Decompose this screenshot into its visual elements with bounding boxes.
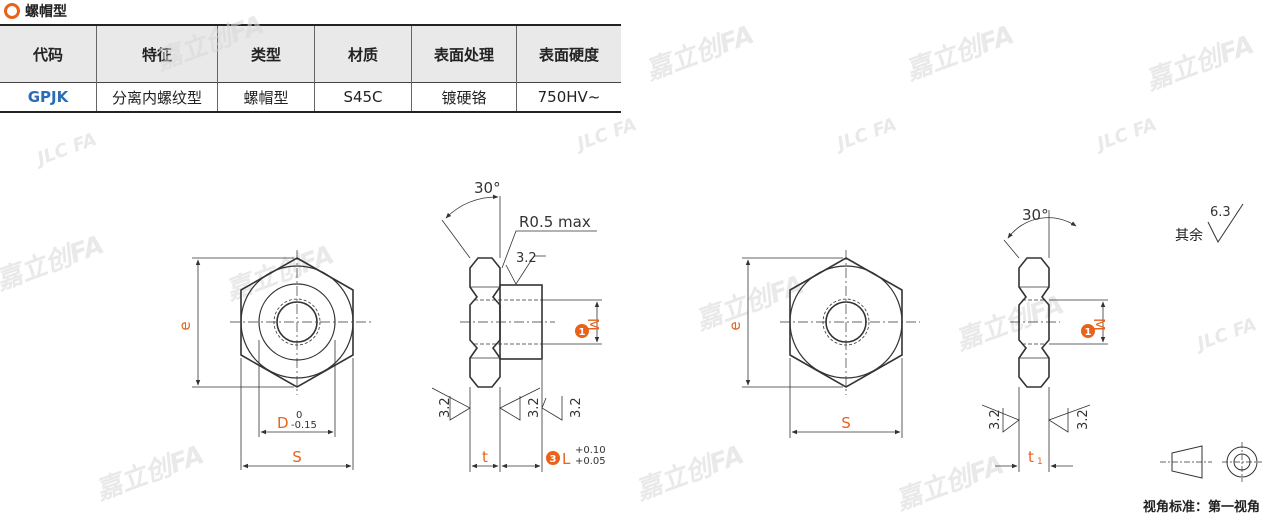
radius-note: R0.5 max (519, 213, 591, 231)
svg-text:嘉立创FA: 嘉立创FA (1141, 30, 1258, 97)
angle-30-right: 30° (1022, 206, 1049, 224)
side-view-right (981, 210, 1108, 472)
side-view-left (431, 194, 602, 472)
header-hardness: 表面硬度 (538, 45, 599, 64)
header-type: 类型 (217, 25, 315, 83)
tol-d-upper: 0 (296, 410, 302, 421)
svg-text:JLC FA: JLC FA (1092, 114, 1160, 156)
label-s-right: S (841, 414, 851, 432)
svg-text:JLC FA: JLC FA (32, 129, 100, 171)
svg-text:JLC FA: JLC FA (1192, 314, 1260, 356)
table-header-row: 代码 特征 类型 材质 表面处理 表面硬度 (0, 25, 621, 83)
label-m-left: M (584, 318, 602, 331)
label-s-left: S (292, 448, 302, 466)
marker-1-right: 1 (1081, 324, 1095, 338)
marker-3: 3 (546, 451, 560, 465)
svg-text:嘉立创FA: 嘉立创FA (91, 440, 208, 507)
rest-label: 其余 (1175, 227, 1203, 244)
svg-text:嘉立创FA: 嘉立创FA (641, 20, 758, 87)
table-row: GPJK 分离内螺纹型 螺帽型 S45C 镀硬铬 750HV~ (0, 82, 621, 112)
svg-text:嘉立创FA: 嘉立创FA (221, 240, 338, 307)
roughness-bottom-1: 3.2 (438, 397, 453, 418)
roughness-right-1: 3.2 (988, 409, 1003, 430)
cell-feature: 分离内螺纹型 (96, 82, 218, 112)
svg-text:JLC FA: JLC FA (832, 114, 900, 156)
roughness-rest-symbol (1207, 203, 1244, 243)
tol-l-lower: +0.05 (575, 456, 606, 467)
front-view-hex-right (742, 250, 920, 438)
tol-d-lower: -0.15 (291, 420, 317, 431)
cell-material: S45C (314, 82, 412, 112)
label-e-right: e (726, 321, 744, 330)
roughness-rest-value: 6.3 (1210, 205, 1231, 220)
section-title-text: 螺帽型 (25, 4, 67, 20)
roughness-bottom-3: 3.2 (569, 397, 584, 418)
label-e-left: e (176, 321, 194, 330)
header-feature: 特征 (96, 25, 218, 83)
cell-hardness: 750HV~ (537, 88, 601, 106)
cell-type: 螺帽型 (217, 82, 315, 112)
svg-text:1: 1 (579, 327, 586, 338)
label-l: L (562, 450, 571, 468)
svg-text:嘉立创FA: 嘉立创FA (0, 230, 108, 297)
label-t1: t (1028, 448, 1034, 466)
svg-text:嘉立创FA: 嘉立创FA (891, 450, 1008, 516)
cell-treatment: 镀硬铬 (411, 82, 517, 112)
spec-table: 代码 特征 类型 材质 表面处理 表面硬度 GPJK 分离内螺纹型 螺帽型 S4… (0, 24, 621, 113)
svg-text:3: 3 (550, 454, 557, 465)
front-view-hex-left (192, 250, 372, 470)
svg-text:嘉立创FA: 嘉立创FA (631, 440, 748, 507)
cell-code[interactable]: GPJK (0, 82, 97, 112)
marker-1-left: 1 (575, 324, 589, 338)
label-t: t (482, 448, 488, 466)
svg-text:嘉立创FA: 嘉立创FA (901, 20, 1018, 87)
projection-label: 视角标准：第一视角 (1143, 500, 1261, 515)
watermark-layer: 嘉立创FA JLC FA JLC FA 嘉立创FA JLC FA 嘉立创FA J… (0, 10, 1260, 516)
roughness-right-2: 3.2 (1076, 409, 1091, 430)
angle-30-left: 30° (474, 179, 501, 197)
label-m-right: M (1090, 318, 1108, 331)
roughness-bottom-2: 3.2 (527, 397, 542, 418)
circle-bullet-icon (4, 3, 20, 19)
svg-text:嘉立创FA: 嘉立创FA (151, 10, 268, 77)
section-title: 螺帽型 (4, 1, 67, 21)
header-code: 代码 (0, 25, 97, 83)
roughness-top: 3.2 (516, 251, 537, 266)
svg-text:1: 1 (1085, 327, 1092, 338)
label-d: D (277, 414, 289, 432)
first-angle-projection-icon (1160, 442, 1262, 482)
svg-text:JLC FA: JLC FA (572, 114, 640, 156)
header-treatment: 表面处理 (411, 25, 517, 83)
tol-l-upper: +0.10 (575, 445, 606, 456)
label-t1-sub: 1 (1037, 457, 1043, 467)
header-material: 材质 (314, 25, 412, 83)
